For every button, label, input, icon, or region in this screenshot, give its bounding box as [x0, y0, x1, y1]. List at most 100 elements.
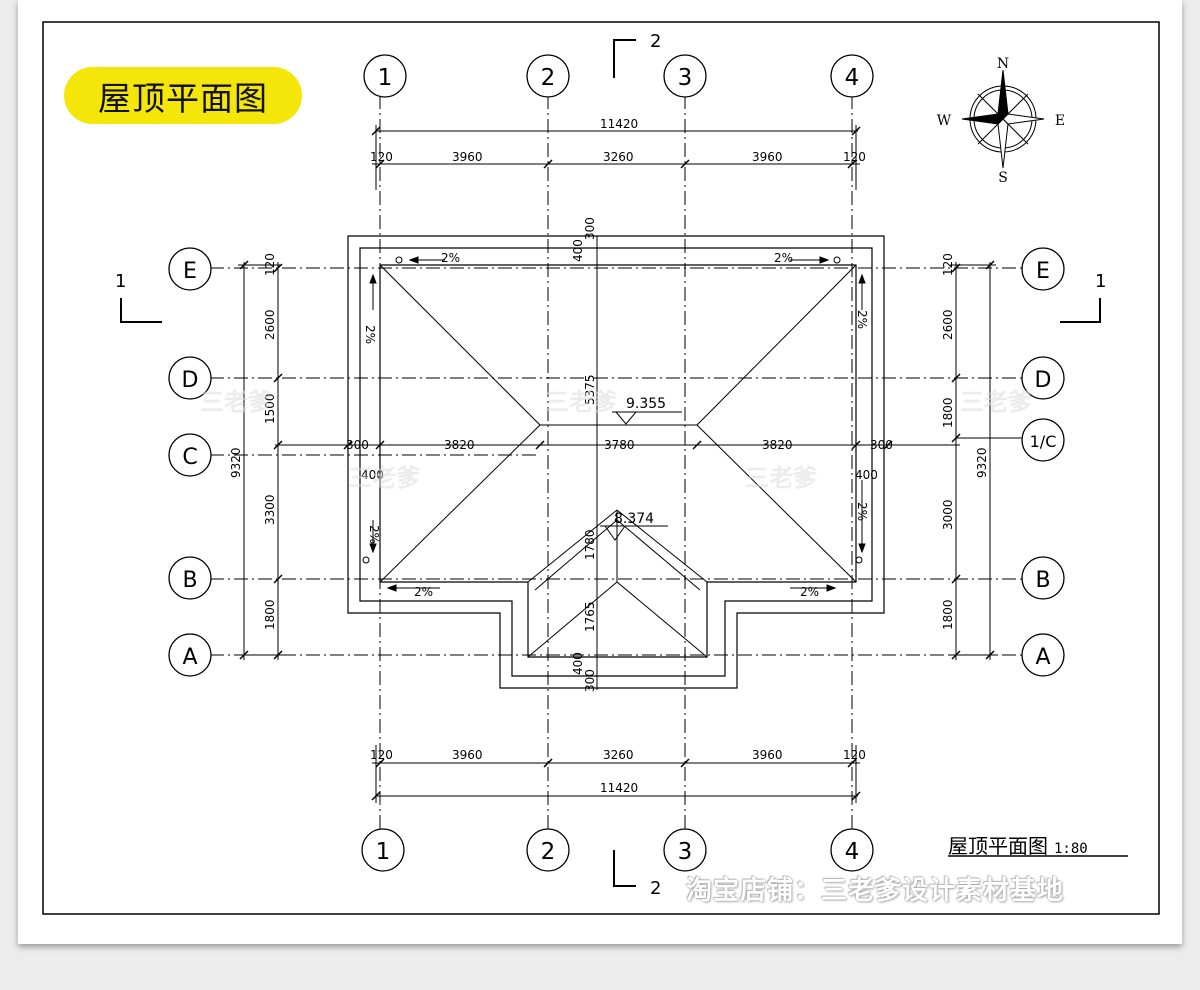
- grid-label: E: [183, 259, 197, 284]
- dim-label: 3260: [603, 748, 634, 762]
- page-title: 屋顶平面图: [98, 78, 268, 118]
- scale-title: 屋顶平面图 1:80: [948, 830, 1088, 859]
- slope-label: 2%: [800, 585, 819, 599]
- grid-label: B: [182, 568, 197, 593]
- dim-label: 11420: [600, 781, 638, 795]
- grid-label: C: [182, 445, 197, 470]
- slope-label: 2%: [855, 310, 869, 329]
- dim-label: 3300: [263, 494, 277, 525]
- bottom-dim-lines: [371, 745, 861, 803]
- grid-label: 3: [678, 839, 693, 865]
- shop-watermark: 淘宝店铺：三老爹设计素材基地: [686, 876, 1065, 906]
- dim-label: 5375: [583, 374, 597, 405]
- dim-label: 120: [843, 150, 866, 164]
- dim-label: 2600: [263, 309, 277, 340]
- dim-label: 400: [571, 239, 585, 262]
- slope-label: 2%: [414, 585, 433, 599]
- dim-label: 1765: [583, 601, 597, 632]
- faint-watermark: 三老爹: [348, 464, 420, 492]
- slope-label: 2%: [363, 325, 377, 344]
- section-label: 2: [650, 878, 661, 899]
- elevation-label: 9.355: [626, 396, 666, 412]
- grid-label: 4: [845, 839, 860, 865]
- compass-label: S: [998, 170, 1008, 186]
- dim-label: 3820: [762, 438, 793, 452]
- slope-label: 2%: [774, 251, 793, 265]
- dim-label: 120: [370, 748, 393, 762]
- section-label: 1: [115, 271, 126, 292]
- compass-label: N: [997, 56, 1009, 72]
- compass-icon: [961, 69, 1045, 169]
- scale-title-text: 屋顶平面图: [948, 834, 1048, 858]
- dim-label: 11420: [600, 117, 638, 131]
- dim-label: 3960: [752, 150, 783, 164]
- grid-label: 1: [378, 65, 393, 91]
- grid-label: E: [1036, 259, 1050, 284]
- grid-bubbles-top: [363, 54, 874, 98]
- scale-text: 1:80: [1054, 841, 1088, 857]
- dim-label: 300: [870, 438, 893, 452]
- dim-label: 300: [583, 217, 597, 240]
- left-dim-lines: [238, 260, 283, 660]
- faint-watermark: 三老爹: [745, 464, 817, 492]
- dim-label: 1500: [263, 393, 277, 424]
- section-label: 1: [1095, 271, 1106, 292]
- dim-label: 3820: [444, 438, 475, 452]
- section-label: 2: [650, 31, 661, 52]
- grid-bubbles-right: [1021, 247, 1065, 677]
- dim-label: 3960: [452, 748, 483, 762]
- slope-label: 2%: [441, 251, 460, 265]
- slope-arrows: [369, 256, 866, 592]
- dim-label: 120: [843, 748, 866, 762]
- drain-markers: [362, 256, 863, 564]
- ridge-lines: [379, 264, 857, 658]
- axis-lines: [210, 95, 1022, 830]
- dim-label: 1780: [583, 529, 597, 560]
- drawing-sheet: [18, 0, 1182, 944]
- grid-label: 2: [541, 65, 556, 91]
- faint-watermark: 三老爹: [200, 388, 272, 416]
- faint-watermark: 三老爹: [960, 388, 1032, 416]
- dim-label: 3000: [941, 499, 955, 530]
- grid-label: 1/C: [1030, 432, 1057, 451]
- grid-bubbles-bottom: [361, 828, 874, 872]
- compass-label: W: [937, 113, 952, 129]
- dim-label: 1800: [941, 599, 955, 630]
- dim-label: 300: [346, 438, 369, 452]
- grid-label: D: [182, 368, 199, 393]
- dim-label: 9320: [229, 447, 243, 478]
- dim-label: 3260: [603, 150, 634, 164]
- grid-label: A: [1035, 645, 1050, 670]
- dim-label: 1800: [941, 397, 955, 428]
- title-badge: 屋顶平面图: [64, 67, 302, 124]
- faint-watermark: 三老爹: [545, 388, 617, 416]
- slope-label: 2%: [855, 502, 869, 521]
- dim-label: 3780: [604, 438, 635, 452]
- dim-label: 2600: [941, 309, 955, 340]
- c-row-ticks: [343, 440, 893, 450]
- slope-label: 2%: [367, 525, 381, 544]
- grid-label: 4: [845, 65, 860, 91]
- dim-label: 120: [370, 150, 393, 164]
- right-dim-lines: [950, 260, 1022, 660]
- dim-label: 9320: [975, 447, 989, 478]
- dim-label: 120: [941, 253, 955, 276]
- compass-label: E: [1055, 113, 1065, 129]
- dim-label: 3960: [452, 150, 483, 164]
- grid-label: D: [1035, 368, 1052, 393]
- grid-label: B: [1035, 568, 1050, 593]
- section-marks: [120, 39, 1101, 887]
- dim-label: 300: [583, 669, 597, 692]
- elevation-label: 8.374: [614, 511, 654, 527]
- grid-label: 2: [541, 839, 556, 865]
- dim-label: 3960: [752, 748, 783, 762]
- dim-label: 400: [855, 468, 878, 482]
- dim-label: 400: [361, 468, 384, 482]
- elevation-markers: [600, 411, 682, 541]
- grid-label: 1: [376, 839, 391, 865]
- grid-label: 3: [678, 65, 693, 91]
- top-dim-lines: [371, 125, 861, 190]
- inner-frame: [42, 21, 1160, 915]
- dim-label: 1800: [263, 599, 277, 630]
